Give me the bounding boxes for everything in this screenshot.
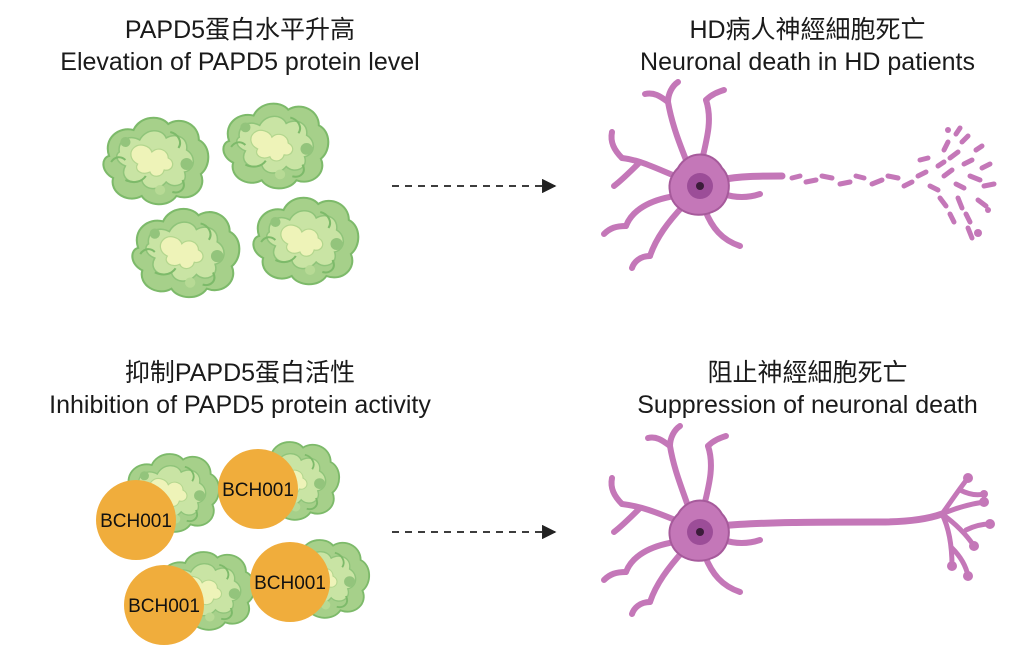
inhibitor-circle: BCH001	[218, 449, 298, 529]
neuron-icon	[601, 423, 995, 617]
inhibitor-circle: BCH001	[124, 565, 204, 645]
panel-caption-inhibition: 抑制PAPD5蛋白活性 Inhibition of PAPD5 protein …	[0, 357, 480, 421]
caption-en: Inhibition of PAPD5 protein activity	[49, 391, 431, 419]
protein-aggregates-elevated	[102, 102, 360, 299]
inhibitor-icon	[218, 449, 298, 529]
inhibitor-icon	[124, 565, 204, 645]
protein-aggregate-icon	[131, 207, 241, 299]
inhibitor-icon	[250, 542, 330, 622]
inhibitor-label: BCH001	[222, 480, 294, 501]
caption-zh: 阻止神經細胞死亡	[707, 359, 908, 387]
inhibitor-molecules: BCH001 BCH001 BCH001 BCH001	[96, 449, 330, 645]
protein-aggregate-icon	[102, 116, 210, 206]
panel-caption-suppression: 阻止神經細胞死亡 Suppression of neuronal death	[570, 357, 1024, 421]
inhibitor-label: BCH001	[128, 596, 200, 617]
inhibitor-label: BCH001	[254, 573, 326, 594]
caption-zh: 抑制PAPD5蛋白活性	[124, 359, 356, 387]
inhibitor-circle: BCH001	[250, 542, 330, 622]
panel-caption-neuronal-death: HD病人神經細胞死亡 Neuronal death in HD patients	[570, 14, 1024, 78]
caption-en: Elevation of PAPD5 protein level	[60, 48, 420, 76]
inhibitor-icon	[96, 480, 176, 560]
panel-caption-elevation: PAPD5蛋白水平升高 Elevation of PAPD5 protein l…	[0, 14, 480, 78]
protein-aggregate-icon	[252, 196, 360, 286]
inhibitor-label: BCH001	[100, 511, 172, 532]
caption-en: Suppression of neuronal death	[637, 391, 978, 419]
degenerating-neuron-icon	[601, 79, 997, 271]
caption-zh: PAPD5蛋白水平升高	[124, 16, 356, 44]
caption-zh: HD病人神經細胞死亡	[689, 16, 926, 44]
inhibitor-circle: BCH001	[96, 480, 176, 560]
caption-en: Neuronal death in HD patients	[640, 48, 975, 76]
protein-aggregate-icon	[222, 102, 330, 190]
